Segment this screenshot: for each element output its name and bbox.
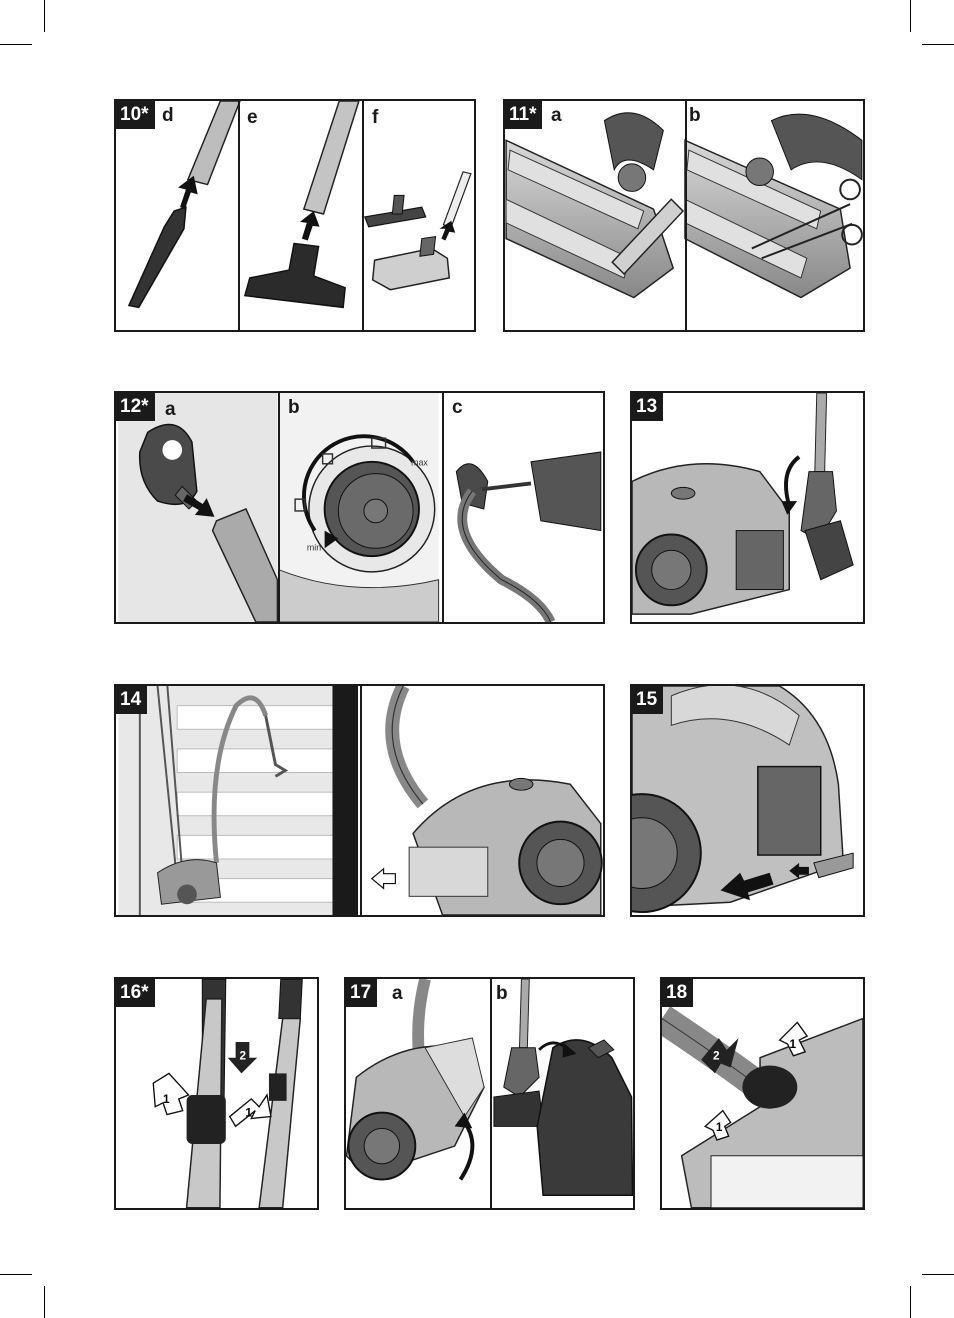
up-arrow-icon: 2 [701, 1038, 739, 1074]
cord-rewind-illustration [632, 686, 854, 914]
divider [442, 393, 444, 622]
step-1-marker: 1 [789, 1038, 796, 1051]
crop-mark [44, 1286, 45, 1318]
carry-illustration [346, 979, 633, 1196]
parking-illustration [632, 393, 854, 615]
divider [362, 101, 364, 330]
down-arrow-icon: 2 [227, 1042, 258, 1074]
crop-mark [0, 1274, 32, 1275]
step-2-marker: 2 [240, 1050, 247, 1063]
power-control-illustration: max min [118, 393, 602, 622]
down-arrow-icon [183, 494, 215, 517]
divider [278, 393, 280, 622]
figure-label: 13 [632, 393, 664, 421]
figure-label: 16* [116, 979, 155, 1007]
outline-arrow-icon: 1 [778, 1021, 809, 1057]
drill-icon [481, 451, 602, 532]
figure-label: 14 [116, 686, 148, 714]
figure-label: 12* [116, 393, 155, 421]
subfigure-label: d [162, 105, 174, 126]
curved-arrow-icon [538, 1041, 577, 1058]
crop-mark [922, 44, 954, 45]
turbo-brush-illustration [505, 112, 863, 299]
filter-icon [294, 437, 387, 512]
subfigure-label: e [247, 107, 258, 128]
divider [360, 686, 362, 915]
step-1-marker: 1 [716, 1121, 723, 1134]
figure-label: 10* [116, 101, 155, 129]
subfigure-label: a [165, 399, 176, 420]
figure-18: 18 2 1 1 [660, 977, 865, 1210]
up-arrow-icon [439, 220, 456, 241]
step-2-marker: 2 [713, 1050, 720, 1063]
outline-arrow-icon [370, 867, 396, 890]
divider [685, 101, 687, 330]
step-1-marker: 1 [245, 1107, 252, 1120]
divider [238, 101, 240, 330]
figure-label: 15 [632, 686, 664, 714]
subfigure-label: b [689, 105, 701, 126]
crop-mark [0, 44, 32, 45]
figure-13: 13 [630, 391, 865, 624]
subfigure-label: c [452, 397, 463, 418]
divider [490, 979, 492, 1208]
dial-min-label: min [307, 542, 321, 552]
curved-arrow-icon [454, 1112, 475, 1181]
subfigure-label: f [372, 107, 379, 128]
figure-12: 12* a b c max min [114, 391, 605, 624]
crop-mark [44, 0, 45, 32]
curved-arrow-icon [324, 530, 339, 549]
outline-arrow-icon: 1 [703, 1109, 732, 1141]
figure-17: 17 a b [344, 977, 635, 1210]
figure-11: 11* a b [503, 99, 865, 332]
telescopic-tube-illustration: 1 2 1 [152, 979, 303, 1208]
subfigure-label: b [496, 983, 508, 1004]
crop-mark [922, 1274, 954, 1275]
hose-removal-illustration: 2 1 1 [662, 1006, 863, 1208]
figure-label: 11* [505, 101, 543, 129]
figure-14: 14 [114, 684, 605, 917]
outline-arrow-icon: 1 [228, 1093, 272, 1128]
up-arrow-icon [178, 175, 198, 210]
stairs-illustration [118, 686, 603, 915]
step-1-marker: 1 [163, 1093, 170, 1106]
scissors-icon [751, 178, 863, 260]
dial-max-label: max [411, 458, 428, 468]
crop-mark [910, 0, 911, 32]
curved-arrow-icon [781, 455, 801, 515]
up-arrow-icon [299, 211, 320, 241]
figure-16: 16* 1 2 1 [114, 977, 319, 1210]
figure-15: 15 [630, 684, 865, 917]
subfigure-label: a [392, 983, 403, 1004]
arrow-icon [720, 862, 809, 901]
figure-label: 18 [662, 979, 694, 1007]
subfigure-label: b [288, 397, 300, 418]
subfigure-label: a [551, 105, 562, 126]
crop-mark [910, 1286, 911, 1318]
figure-label: 17 [346, 979, 378, 1007]
figure-10: 10* d e f [114, 99, 476, 332]
outline-arrow-icon: 1 [152, 1072, 190, 1116]
accessories-illustration [127, 101, 472, 309]
